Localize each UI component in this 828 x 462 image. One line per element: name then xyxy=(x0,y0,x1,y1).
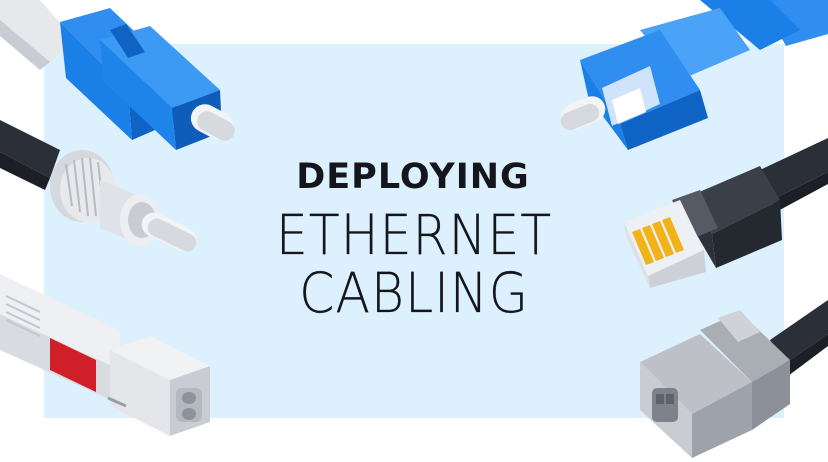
mpo-connector-icon xyxy=(640,300,828,458)
st-connector-icon xyxy=(0,120,197,252)
rj45-connector-icon xyxy=(624,138,828,288)
lc-connector-icon xyxy=(0,0,235,150)
sfp-module-icon xyxy=(0,274,210,436)
sc-connector-icon xyxy=(560,0,828,150)
title-deploying: DEPLOYING xyxy=(296,157,530,197)
title-block: DEPLOYING ETHERNET CABLING xyxy=(0,150,828,322)
title-ethernet: ETHERNET xyxy=(275,203,553,267)
title-cabling: CABLING xyxy=(299,261,529,325)
